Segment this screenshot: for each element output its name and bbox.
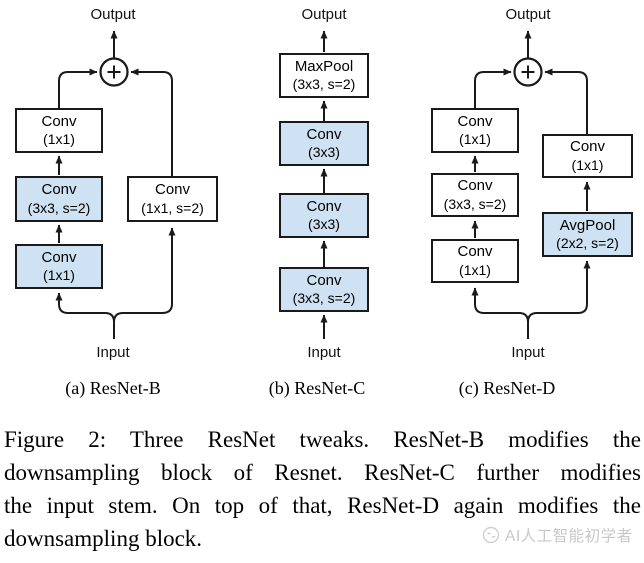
- connector-lines: [55, 30, 591, 339]
- watermark-logo-icon: [481, 525, 501, 545]
- box-b-maxpool: MaxPool (3x3, s=2): [279, 53, 369, 98]
- figure-caption-line: the input stem. On top of that, ResNet-D…: [4, 493, 641, 518]
- panel-c-wires: [471, 30, 591, 339]
- box-param-label: (3x3, s=2): [292, 76, 356, 93]
- input-label-b: Input: [307, 344, 341, 361]
- box-param-label: (3x3): [308, 216, 340, 233]
- box-b-conv-3x3-s2: Conv (3x3, s=2): [279, 267, 369, 312]
- box-param-label: (3x3, s=2): [292, 290, 356, 307]
- box-op-label: Conv: [457, 112, 493, 130]
- box-b-conv-3x3-top: Conv (3x3): [279, 121, 369, 166]
- box-c-conv-1x1-top: Conv (1x1): [431, 108, 519, 153]
- box-op-label: Conv: [306, 197, 342, 215]
- box-op-label: Conv: [569, 138, 606, 156]
- output-label-a: Output: [90, 6, 136, 23]
- figure-caption-line: downsampling block of Resnet. ResNet-C f…: [4, 460, 641, 485]
- box-param-label: (2x2, s=2): [556, 235, 619, 252]
- box-param-label: (1x1): [43, 131, 75, 148]
- box-op-label: Conv: [41, 181, 77, 199]
- box-op-label: MaxPool: [294, 57, 354, 75]
- figure-caption: Figure 2: Three ResNet tweaks. ResNet-B …: [4, 423, 641, 555]
- figure-caption-line: Figure 2: Three ResNet tweaks. ResNet-B …: [4, 427, 641, 452]
- output-label-b: Output: [301, 6, 347, 23]
- watermark-text: AI人工智能初学者: [505, 528, 633, 545]
- watermark: AI人工智能初学者: [481, 522, 633, 548]
- box-a-conv-1x1-bottom: Conv (1x1): [15, 244, 103, 289]
- box-c-conv-1x1-bottom: Conv (1x1): [431, 239, 519, 283]
- box-b-conv-3x3-mid: Conv (3x3): [279, 193, 369, 238]
- box-a-conv-3x3-s2: Conv (3x3, s=2): [15, 176, 103, 222]
- box-op-label: Conv: [41, 112, 77, 130]
- box-op-label: Conv: [457, 177, 493, 195]
- box-c-conv-3x3-s2: Conv (3x3, s=2): [431, 173, 519, 217]
- box-param-label: (1x1, s=2): [141, 199, 204, 216]
- box-param-label: (3x3, s=2): [27, 199, 91, 216]
- box-op-label: Conv: [457, 243, 493, 261]
- panel-caption-c: (c) ResNet-D: [458, 378, 556, 398]
- figure-caption-line: downsampling block.: [4, 526, 203, 551]
- panel-caption-a: (a) ResNet-B: [65, 378, 161, 398]
- panel-a-wires: [55, 30, 176, 339]
- box-a-conv-1x1-top: Conv (1x1): [15, 108, 103, 153]
- panel-caption-b: (b) ResNet-C: [268, 378, 366, 398]
- box-param-label: (3x3): [308, 144, 340, 161]
- box-c-conv-1x1-shortcut: Conv (1x1): [542, 134, 633, 178]
- box-c-avgpool: AvgPool (2x2, s=2): [542, 212, 633, 257]
- box-param-label: (1x1): [459, 131, 491, 148]
- output-label-c: Output: [505, 6, 551, 23]
- input-label-a: Input: [96, 344, 130, 361]
- box-a-conv-1x1-s2-shortcut: Conv (1x1, s=2): [127, 176, 218, 222]
- box-param-label: (1x1): [459, 261, 491, 278]
- box-op-label: Conv: [41, 248, 77, 266]
- box-op-label: Conv: [154, 181, 191, 199]
- plus-icon: [99, 57, 129, 87]
- input-label-c: Input: [511, 344, 545, 361]
- box-op-label: Conv: [306, 125, 342, 143]
- box-param-label: (1x1): [43, 267, 75, 284]
- box-op-label: Conv: [306, 271, 342, 289]
- box-param-label: (1x1): [571, 156, 604, 173]
- box-op-label: AvgPool: [559, 216, 616, 234]
- box-param-label: (3x3, s=2): [443, 195, 507, 212]
- plus-icon: [513, 57, 543, 87]
